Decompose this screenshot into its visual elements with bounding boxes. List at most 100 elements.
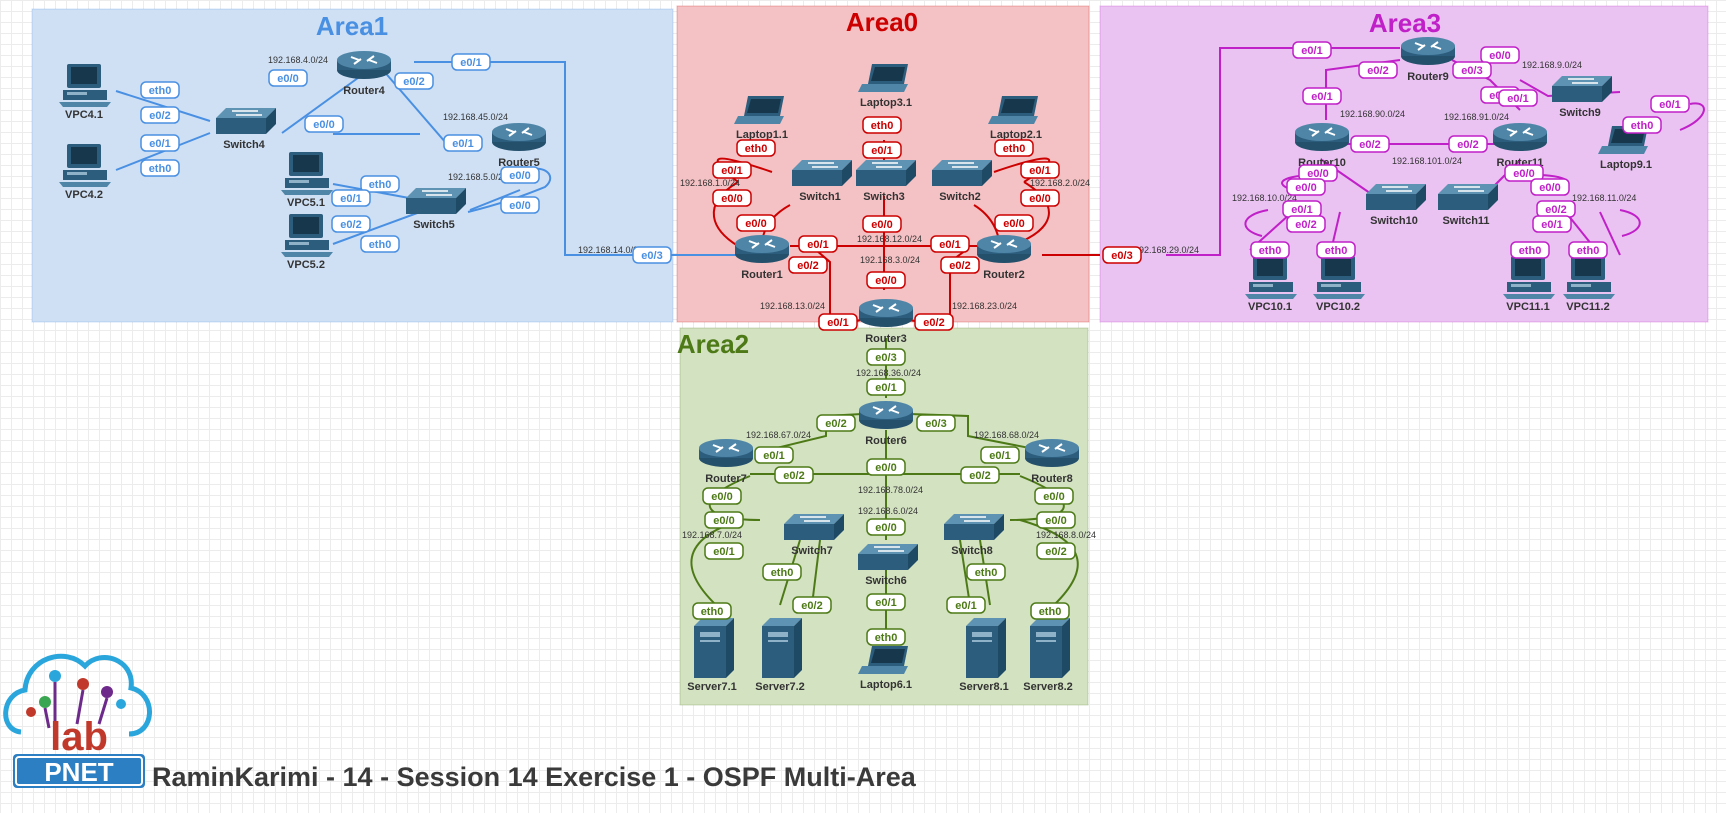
port-tag-area2-14[interactable]: eth0 xyxy=(762,563,802,581)
device-router9[interactable]: Router9 xyxy=(1400,36,1456,83)
device-laptop9-1[interactable]: Laptop9.1 xyxy=(1598,126,1652,171)
port-tag-area2-19[interactable]: eth0 xyxy=(966,563,1006,581)
device-switch5[interactable]: Switch5 xyxy=(405,187,467,231)
port-tag-area2-3[interactable]: e0/2 xyxy=(816,414,856,432)
port-tag-area0-5[interactable]: eth0 xyxy=(862,116,902,134)
port-tag-area1-2[interactable]: e0/2 xyxy=(140,106,180,124)
device-vpc11-2[interactable]: VPC11.2 xyxy=(1563,256,1615,313)
port-tag-area3-18[interactable]: e0/2 xyxy=(1536,200,1576,218)
port-tag-area0-2[interactable]: e0/1 xyxy=(712,161,752,179)
port-tag-area3-22[interactable]: eth0 xyxy=(1510,241,1550,259)
device-router11[interactable]: Router11 xyxy=(1492,122,1548,169)
port-tag-area0-10[interactable]: e0/0 xyxy=(1020,189,1060,207)
port-tag-area0-18[interactable]: e0/2 xyxy=(914,313,954,331)
port-tag-area2-21[interactable]: e0/0 xyxy=(1034,487,1074,505)
port-tag-area2-18[interactable]: eth0 xyxy=(866,628,906,646)
port-tag-area1-10[interactable]: eth0 xyxy=(360,175,400,193)
port-tag-area3-10[interactable]: e0/2 xyxy=(1350,135,1390,153)
device-router8[interactable]: Router8 xyxy=(1024,438,1080,485)
port-tag-area2-15[interactable]: e0/2 xyxy=(792,596,832,614)
port-tag-area2-13[interactable]: eth0 xyxy=(692,602,732,620)
port-tag-area0-9[interactable]: e0/1 xyxy=(1020,161,1060,179)
port-tag-area2-17[interactable]: e0/1 xyxy=(866,593,906,611)
device-router6[interactable]: Router6 xyxy=(858,400,914,447)
port-tag-area2-23[interactable]: e0/2 xyxy=(1036,542,1076,560)
port-tag-area2-10[interactable]: e0/0 xyxy=(702,487,742,505)
port-tag-area1-1[interactable]: eth0 xyxy=(140,81,180,99)
device-server8-2[interactable]: Server8.2 xyxy=(1023,618,1073,693)
port-tag-area3-16[interactable]: e0/0 xyxy=(1504,164,1544,182)
port-tag-area3-13[interactable]: e0/0 xyxy=(1286,178,1326,196)
port-tag-area2-24[interactable]: eth0 xyxy=(1030,602,1070,620)
port-tag-area2-8[interactable]: e0/2 xyxy=(960,466,1000,484)
port-tag-area0-1[interactable]: eth0 xyxy=(736,139,776,157)
device-laptop2-1[interactable]: Laptop2.1 xyxy=(988,96,1042,141)
port-tag-area0-14[interactable]: e0/1 xyxy=(930,235,970,253)
port-tag-area3-12[interactable]: e0/0 xyxy=(1298,164,1338,182)
port-tag-area1-11[interactable]: e0/1 xyxy=(331,189,371,207)
port-tag-area0-19[interactable]: e0/3 xyxy=(1102,246,1142,264)
device-vpc11-1[interactable]: VPC11.1 xyxy=(1503,256,1555,313)
device-vpc10-2[interactable]: VPC10.2 xyxy=(1313,256,1365,313)
port-tag-area2-20[interactable]: e0/1 xyxy=(946,596,986,614)
port-tag-area1-14[interactable]: e0/0 xyxy=(500,166,540,184)
device-laptop1-1[interactable]: Laptop1.1 xyxy=(734,96,788,141)
device-switch11[interactable]: Switch11 xyxy=(1437,183,1499,227)
port-tag-area0-15[interactable]: e0/2 xyxy=(940,256,980,274)
device-server8-1[interactable]: Server8.1 xyxy=(959,618,1009,693)
port-tag-area3-7[interactable]: e0/1 xyxy=(1302,87,1342,105)
device-switch3[interactable]: Switch3 xyxy=(855,159,917,203)
port-tag-area3-14[interactable]: e0/1 xyxy=(1282,200,1322,218)
device-vpc10-1[interactable]: VPC10.1 xyxy=(1245,256,1297,313)
port-tag-area0-17[interactable]: e0/1 xyxy=(818,313,858,331)
device-server7-2[interactable]: Server7.2 xyxy=(755,618,805,693)
port-tag-area0-6[interactable]: e0/1 xyxy=(862,141,902,159)
device-router4[interactable]: Router4 xyxy=(336,50,392,97)
port-tag-area1-8[interactable]: e0/0 xyxy=(304,115,344,133)
port-tag-area3-17[interactable]: e0/0 xyxy=(1530,178,1570,196)
device-router1[interactable]: Router1 xyxy=(734,234,790,281)
port-tag-area3-2[interactable]: e0/2 xyxy=(1358,61,1398,79)
port-tag-area2-2[interactable]: e0/1 xyxy=(866,378,906,396)
port-tag-area0-11[interactable]: e0/0 xyxy=(994,214,1034,232)
port-tag-area1-7[interactable]: e0/1 xyxy=(451,53,491,71)
port-tag-area3-11[interactable]: e0/2 xyxy=(1448,135,1488,153)
port-tag-area3-15[interactable]: e0/2 xyxy=(1286,215,1326,233)
device-laptop3-1[interactable]: Laptop3.1 xyxy=(858,64,912,109)
port-tag-area1-13[interactable]: eth0 xyxy=(360,235,400,253)
device-switch7[interactable]: Switch7 xyxy=(783,513,845,557)
device-router5[interactable]: Router5 xyxy=(491,122,547,169)
port-tag-area2-6[interactable]: e0/2 xyxy=(774,466,814,484)
port-tag-area2-5[interactable]: e0/1 xyxy=(754,446,794,464)
port-tag-area1-6[interactable]: e0/2 xyxy=(394,72,434,90)
port-tag-area1-5[interactable]: e0/0 xyxy=(268,69,308,87)
port-tag-area3-21[interactable]: eth0 xyxy=(1316,241,1356,259)
port-tag-area0-7[interactable]: e0/0 xyxy=(862,215,902,233)
device-router2[interactable]: Router2 xyxy=(976,234,1032,281)
port-tag-area1-4[interactable]: eth0 xyxy=(140,159,180,177)
port-tag-area1-9[interactable]: e0/1 xyxy=(443,134,483,152)
port-tag-area3-23[interactable]: eth0 xyxy=(1568,241,1608,259)
device-laptop6-1[interactable]: Laptop6.1 xyxy=(858,646,912,691)
device-switch4[interactable]: Switch4 xyxy=(215,107,277,151)
port-tag-area2-11[interactable]: e0/0 xyxy=(704,511,744,529)
port-tag-area2-7[interactable]: e0/1 xyxy=(980,446,1020,464)
port-tag-area0-4[interactable]: e0/0 xyxy=(736,214,776,232)
port-tag-area0-13[interactable]: e0/2 xyxy=(788,256,828,274)
port-tag-area1-16[interactable]: e0/3 xyxy=(632,246,672,264)
port-tag-area0-16[interactable]: e0/0 xyxy=(866,271,906,289)
port-tag-area0-8[interactable]: eth0 xyxy=(994,139,1034,157)
port-tag-area0-12[interactable]: e0/1 xyxy=(798,235,838,253)
port-tag-area3-20[interactable]: eth0 xyxy=(1250,241,1290,259)
device-vpc4-2[interactable]: VPC4.2 xyxy=(59,144,111,201)
device-switch8[interactable]: Switch8 xyxy=(943,513,1005,557)
port-tag-area2-16[interactable]: e0/0 xyxy=(866,518,906,536)
port-tag-area2-22[interactable]: e0/0 xyxy=(1036,511,1076,529)
device-switch2[interactable]: Switch2 xyxy=(931,159,993,203)
device-switch1[interactable]: Switch1 xyxy=(791,159,853,203)
port-tag-area3-19[interactable]: e0/1 xyxy=(1532,215,1572,233)
device-server7-1[interactable]: Server7.1 xyxy=(687,618,737,693)
device-switch9[interactable]: Switch9 xyxy=(1551,75,1613,119)
device-vpc4-1[interactable]: VPC4.1 xyxy=(59,64,111,121)
